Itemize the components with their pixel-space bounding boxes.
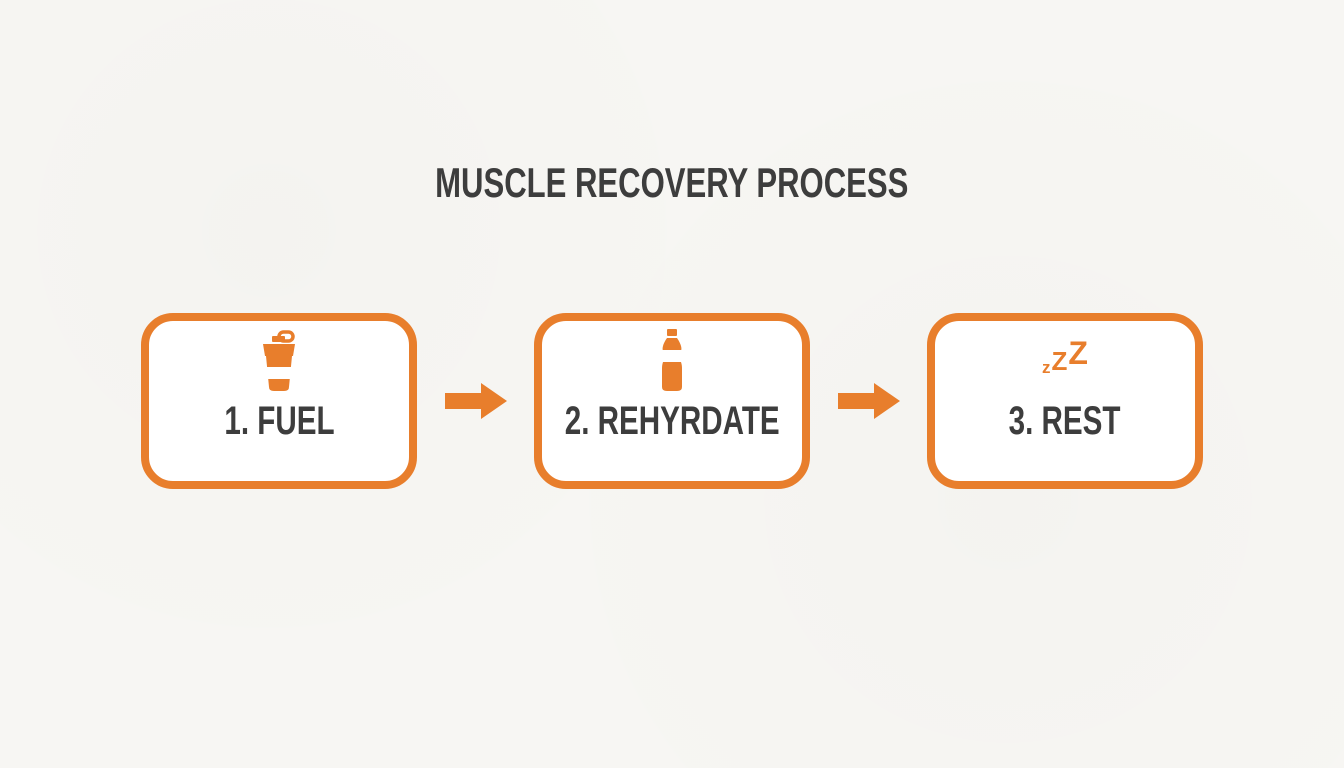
- connector-cell-1: [417, 382, 534, 420]
- zzz-large-z: Z: [1068, 335, 1088, 371]
- step-label-rest: 3. REST: [1009, 399, 1121, 443]
- arrow-right-icon: [837, 383, 900, 419]
- zzz-medium-z: Z: [1051, 346, 1068, 376]
- water-bottle-icon: [661, 329, 683, 391]
- process-flow: 1. FUEL 2. REHYRDATE: [0, 313, 1344, 489]
- zzz-small-z: z: [1042, 358, 1051, 377]
- step-label-rehydrate: 2. REHYRDATE: [564, 399, 780, 443]
- step-box-fuel: 1. FUEL: [141, 313, 417, 489]
- protein-shaker-icon: [263, 330, 295, 391]
- arrow-right-icon: [444, 383, 507, 419]
- step-box-rest: z Z Z 3. REST: [927, 313, 1203, 489]
- step-box-rehydrate: 2. REHYRDATE: [534, 313, 810, 489]
- rest-icon-area: z Z Z: [1042, 329, 1088, 393]
- page-title-text: MUSCLE RECOVERY PROCESS: [435, 159, 909, 206]
- page-title: MUSCLE RECOVERY PROCESS: [0, 162, 1344, 204]
- rehydrate-icon-area: [658, 329, 686, 393]
- fuel-icon-area: [257, 329, 301, 393]
- connector-cell-2: [810, 382, 927, 420]
- step-label-fuel: 1. FUEL: [223, 399, 335, 443]
- zzz-sleep-icon: z Z Z: [1042, 337, 1088, 377]
